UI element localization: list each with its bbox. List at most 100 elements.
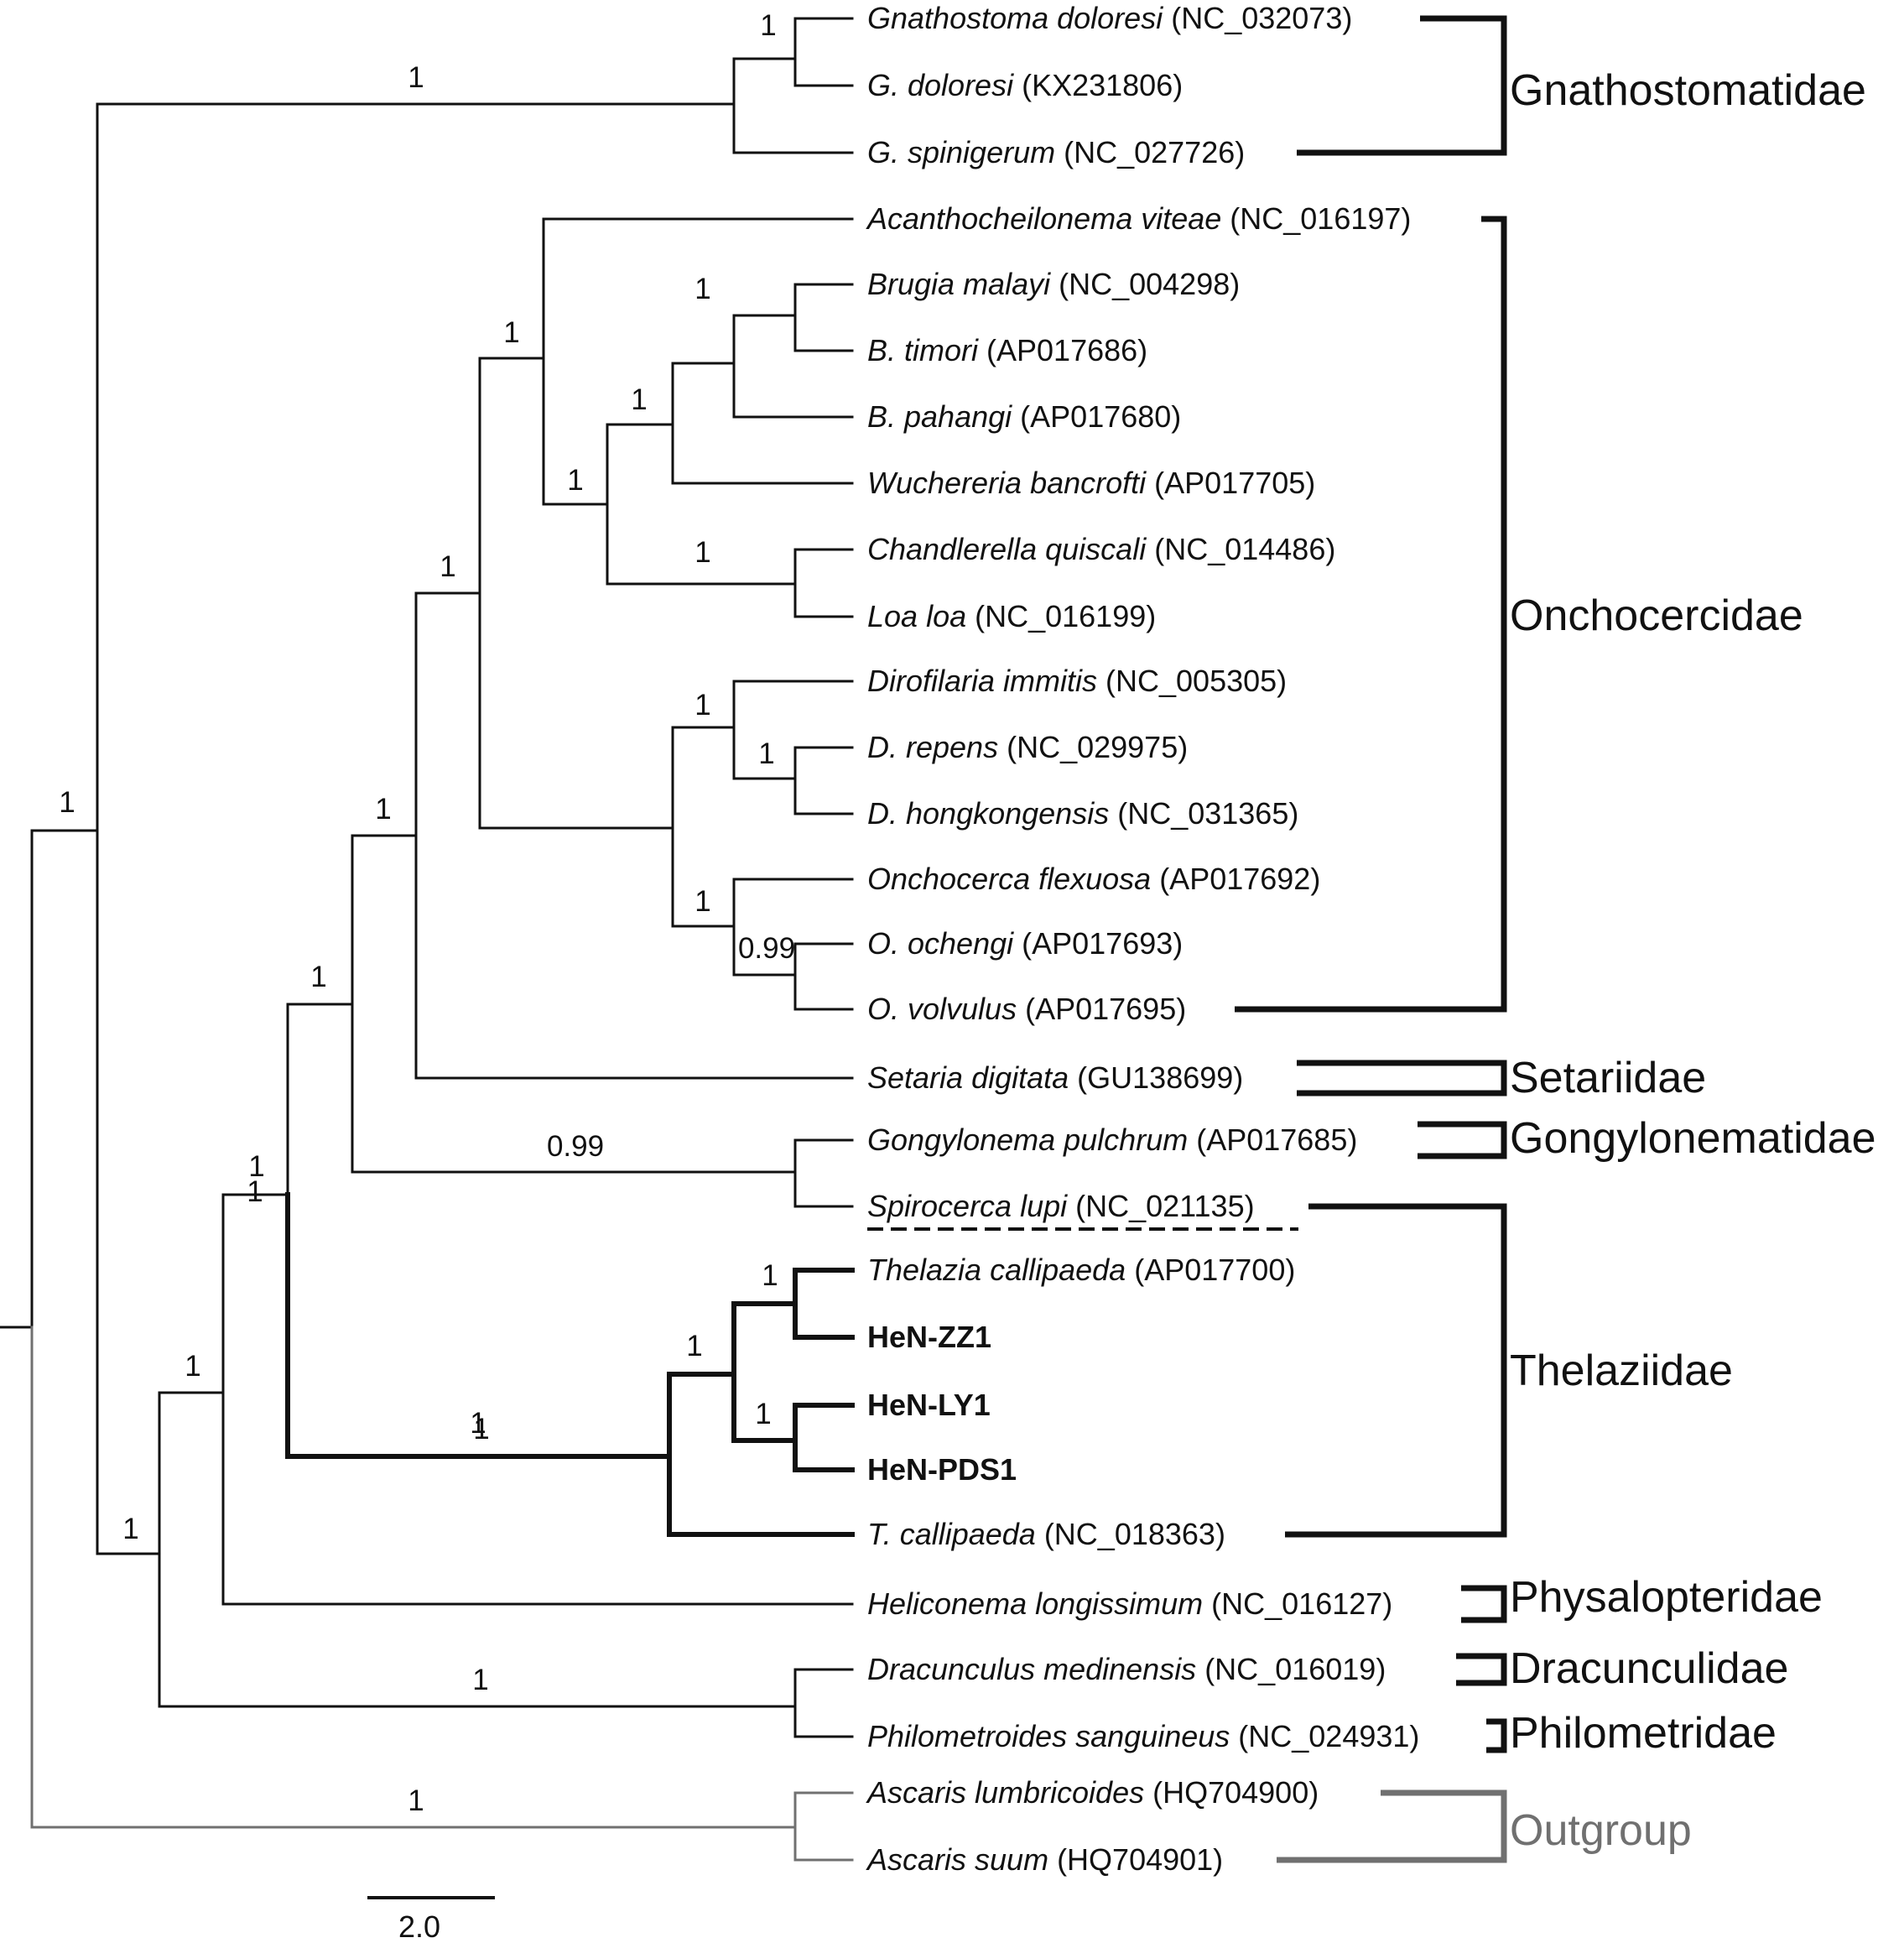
taxon-label: Gnathostoma doloresi (NC_032073) xyxy=(867,1,1352,35)
taxon-label: Acanthocheilonema viteae (NC_016197) xyxy=(866,201,1411,236)
taxon-name: HeN-LY1 xyxy=(867,1388,991,1422)
support-value: 1 xyxy=(472,1664,488,1696)
taxon-name: Gnathostoma doloresi xyxy=(867,1,1163,35)
family-bracket xyxy=(1461,1585,1507,1623)
family-labels: GnathostomatidaeOnchocercidaeSetariidaeG… xyxy=(1510,66,1876,1855)
taxon-accession: (NC_005305) xyxy=(1097,664,1287,698)
support-value: 1 xyxy=(631,383,647,416)
taxon-accession: (AP017692) xyxy=(1151,862,1320,896)
taxon-label: O. volvulus (AP017695) xyxy=(867,992,1186,1026)
taxon-label: Wuchereria bancrofti (AP017705) xyxy=(867,466,1315,500)
support-value: 1 xyxy=(185,1350,200,1383)
taxon-name: D. hongkongensis xyxy=(867,796,1109,831)
support-value: 1 xyxy=(762,1259,778,1292)
taxon-name: Ascaris suum xyxy=(866,1842,1048,1877)
family-bracket xyxy=(1235,216,1507,1013)
taxon-name: Dirofilaria immitis xyxy=(867,664,1097,698)
support-value: 0.99 xyxy=(547,1130,604,1163)
taxon-label: Ascaris suum (HQ704901) xyxy=(866,1842,1223,1877)
scale-bar: 2.0 xyxy=(367,1896,495,1943)
taxon-accession: (NC_021135) xyxy=(1067,1189,1254,1223)
taxon-accession: (NC_024931) xyxy=(1230,1719,1419,1753)
taxon-accession: (NC_016019) xyxy=(1196,1652,1386,1686)
taxon-name: Heliconema longissimum xyxy=(867,1586,1203,1621)
taxon-accession: (GU138699) xyxy=(1069,1060,1243,1095)
taxon-accession: (NC_016127) xyxy=(1203,1586,1392,1621)
taxon-label: HeN-ZZ1 xyxy=(867,1320,991,1354)
taxon-label: Brugia malayi (NC_004298) xyxy=(867,267,1240,301)
support-value: 1 xyxy=(122,1513,138,1545)
taxon-name: Onchocerca flexuosa xyxy=(867,862,1151,896)
family-bracket xyxy=(1297,15,1507,156)
family-label: Thelaziidae xyxy=(1510,1347,1733,1395)
tree-branches xyxy=(0,17,855,1862)
taxon-name: O. ochengi xyxy=(867,926,1014,961)
support-value: 1 xyxy=(758,737,774,770)
taxon-accession: (AP017695) xyxy=(1017,992,1186,1026)
taxon-accession: (NC_014486) xyxy=(1146,532,1335,566)
taxon-accession: (NC_018363) xyxy=(1036,1517,1225,1551)
taxon-name: O. volvulus xyxy=(867,992,1017,1026)
taxon-accession: (AP017680) xyxy=(1012,399,1181,434)
taxon-label: Chandlerella quiscali (NC_014486) xyxy=(867,532,1335,566)
family-brackets xyxy=(1235,15,1507,1863)
support-value: 1 xyxy=(503,316,519,349)
taxon-name: D. repens xyxy=(867,730,998,764)
taxon-accession: (NC_032073) xyxy=(1163,1,1352,35)
support-value: 1 xyxy=(375,793,391,826)
support-value: 1 xyxy=(408,61,424,94)
taxon-accession: (KX231806) xyxy=(1013,68,1183,102)
taxon-label: Ascaris lumbricoides (HQ704900) xyxy=(866,1775,1319,1810)
support-value: 1 xyxy=(310,961,326,993)
support-value: 1 xyxy=(247,1175,263,1208)
support-value: 1 xyxy=(694,885,710,918)
taxon-label: O. ochengi (AP017693) xyxy=(867,926,1183,961)
taxon-name: Philometroides sanguineus xyxy=(867,1719,1230,1753)
taxon-name: Ascaris lumbricoides xyxy=(866,1775,1144,1810)
taxon-accession: (AP017686) xyxy=(978,333,1147,367)
taxon-labels: Gnathostoma doloresi (NC_032073) G. dolor… xyxy=(866,1,1419,1877)
taxon-label: G. spinigerum (NC_027726) xyxy=(867,135,1245,169)
taxon-name: Brugia malayi xyxy=(867,267,1051,301)
support-value: 1 xyxy=(440,550,455,583)
support-value: 1 xyxy=(755,1398,771,1430)
taxon-label: G. doloresi (KX231806) xyxy=(867,68,1183,102)
taxon-label: Dracunculus medinensis (NC_016019) xyxy=(867,1652,1386,1686)
family-label: Onchocercidae xyxy=(1510,591,1803,640)
support-value: 1 xyxy=(408,1784,424,1817)
family-bracket xyxy=(1418,1121,1507,1159)
taxon-label: Philometroides sanguineus (NC_024931) xyxy=(867,1719,1419,1753)
support-value: 1 xyxy=(567,464,583,497)
taxon-name: Gongylonema pulchrum xyxy=(867,1123,1188,1157)
support-value: 1 xyxy=(694,536,710,569)
support-value: 1 xyxy=(473,1413,489,1446)
family-label: Outgroup xyxy=(1510,1806,1692,1855)
taxon-accession: (NC_031365) xyxy=(1109,796,1298,831)
taxon-accession: (NC_016199) xyxy=(966,599,1156,633)
taxon-name: B. pahangi xyxy=(867,399,1012,434)
taxon-accession: (NC_004298) xyxy=(1050,267,1240,301)
support-value: 1 xyxy=(694,273,710,305)
taxon-label: Onchocerca flexuosa (AP017692) xyxy=(867,862,1320,896)
taxon-accession: (AP017700) xyxy=(1126,1253,1295,1287)
taxon-accession: (AP017705) xyxy=(1146,466,1315,500)
taxon-label: T. callipaeda (NC_018363) xyxy=(867,1517,1225,1551)
taxon-accession: (NC_027726) xyxy=(1055,135,1245,169)
taxon-name: Setaria digitata xyxy=(867,1060,1069,1095)
support-value: 1 xyxy=(470,1407,486,1440)
family-label: Dracunculidae xyxy=(1510,1644,1788,1693)
taxon-label: D. hongkongensis (NC_031365) xyxy=(867,796,1298,831)
taxon-label: Gongylonema pulchrum (AP017685) xyxy=(867,1123,1357,1157)
taxon-accession: (HQ704900) xyxy=(1144,1775,1319,1810)
taxon-name: Chandlerella quiscali xyxy=(867,532,1147,566)
family-bracket xyxy=(1297,1060,1507,1097)
taxon-name: G. spinigerum xyxy=(867,135,1055,169)
family-label: Philometridae xyxy=(1510,1709,1777,1758)
family-bracket xyxy=(1456,1653,1507,1686)
scale-bar-label: 2.0 xyxy=(398,1909,440,1943)
family-label: Physalopteridae xyxy=(1510,1573,1823,1622)
support-value: 1 xyxy=(59,786,75,819)
taxon-accession: (HQ704901) xyxy=(1048,1842,1223,1877)
taxon-name: Acanthocheilonema viteae xyxy=(866,201,1221,236)
